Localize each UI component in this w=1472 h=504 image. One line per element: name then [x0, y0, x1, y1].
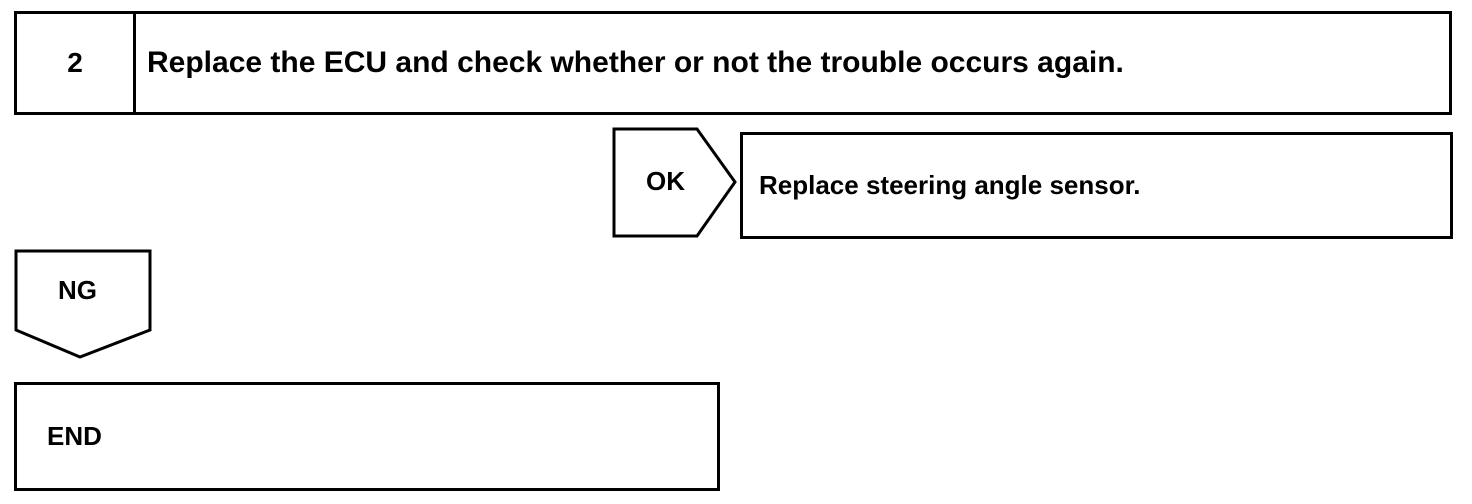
end-label: END — [47, 421, 102, 451]
ng-arrow-outline — [14, 249, 152, 359]
ok-arrow-outline — [612, 127, 737, 238]
step-box: 2 Replace the ECU and check whether or n… — [14, 11, 1452, 115]
ng-label: NG — [58, 275, 97, 305]
ok-label: OK — [646, 166, 685, 196]
end-box: END — [14, 382, 720, 491]
step-instruction: Replace the ECU and check whether or not… — [147, 46, 1124, 79]
step-number: 2 — [17, 14, 136, 112]
ok-result-box: Replace steering angle sensor. — [740, 132, 1453, 239]
ok-result-text: Replace steering angle sensor. — [759, 170, 1141, 200]
